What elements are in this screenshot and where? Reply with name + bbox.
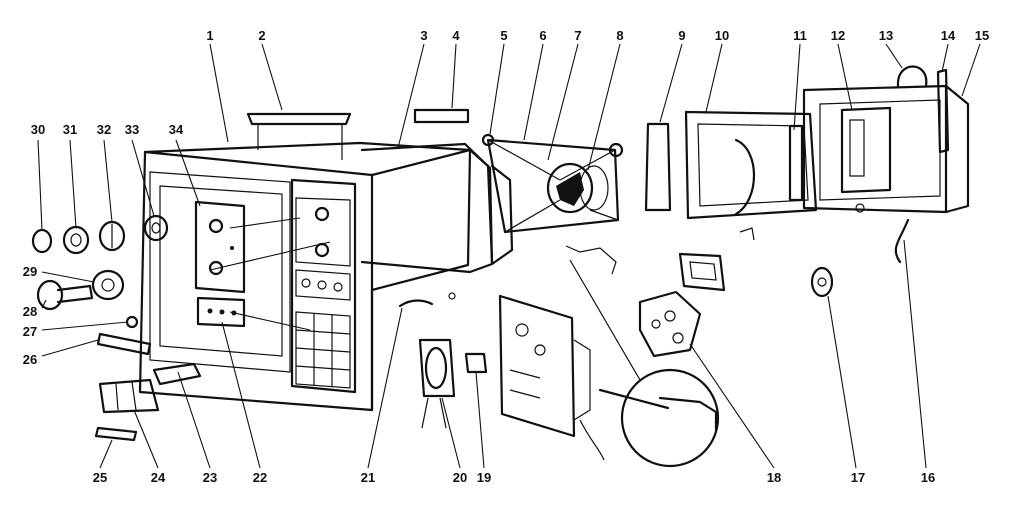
callout-29: 29 (23, 264, 37, 279)
part-33-bushing (143, 214, 169, 242)
tuner-bracket (678, 252, 726, 292)
part-20-speaker (418, 338, 456, 429)
part-34-escutcheon (194, 200, 246, 294)
callout-32: 32 (97, 122, 111, 137)
callout-26: 26 (23, 352, 37, 367)
callout-22: 22 (253, 470, 267, 485)
callout-11: 11 (793, 28, 807, 43)
callout-5: 5 (500, 28, 507, 43)
callout-3: 3 (420, 28, 427, 43)
control-panel-grille (295, 311, 351, 389)
callout-34: 34 (169, 122, 184, 137)
part-6-7-yoke-bracket (486, 138, 620, 234)
leader-lines (37, 43, 981, 469)
circuit-board (498, 294, 605, 461)
part-16-wire (894, 218, 910, 264)
callout-2: 2 (258, 28, 265, 43)
part-11-bracket (788, 124, 804, 202)
callout-4: 4 (452, 28, 460, 43)
part-18-tuner (638, 290, 702, 358)
callout-10: 10 (715, 28, 729, 43)
part-27-screw (125, 315, 139, 329)
part-26-trim (96, 332, 152, 356)
callout-21: 21 (361, 470, 375, 485)
part-23-bracket (152, 362, 202, 386)
part-10-chassis (684, 110, 818, 241)
part-32-knob (98, 220, 126, 252)
callout-8: 8 (616, 28, 623, 43)
part-24-door (98, 378, 160, 414)
callout-28: 28 (23, 304, 37, 319)
callout-17: 17 (851, 470, 865, 485)
callout-33: 33 (125, 122, 139, 137)
part-4-label (413, 108, 470, 124)
part-28-knob (36, 279, 94, 311)
part-8-yoke (546, 142, 624, 214)
callout-19: 19 (477, 470, 491, 485)
callout-1: 1 (206, 28, 213, 43)
part-12-flyback (840, 106, 892, 194)
callout-labels: 1 2 3 4 5 6 7 8 9 10 11 12 13 14 15 16 1… (23, 28, 989, 485)
callout-25: 25 (93, 470, 107, 485)
callout-14: 14 (941, 28, 956, 43)
callout-30: 30 (31, 122, 45, 137)
callout-23: 23 (203, 470, 217, 485)
callout-18: 18 (767, 470, 781, 485)
callout-24: 24 (151, 470, 166, 485)
part-13-lead (896, 65, 928, 88)
callout-12: 12 (831, 28, 845, 43)
part-22-plate (196, 296, 246, 328)
callout-13: 13 (879, 28, 893, 43)
part-3-picture-tube (360, 142, 514, 274)
part-30-knob (31, 228, 53, 254)
part-19-plug (464, 352, 488, 374)
callout-16: 16 (921, 470, 935, 485)
part-9-coil (644, 122, 672, 212)
callout-6: 6 (539, 28, 546, 43)
callout-9: 9 (678, 28, 685, 43)
callout-27: 27 (23, 324, 37, 339)
part-29-knob (91, 269, 125, 301)
part-21-clip (398, 292, 456, 308)
part-31-knob (62, 225, 90, 255)
detail-magnified-view (569, 259, 720, 468)
part-5-screw (481, 133, 495, 147)
part-2-handle (246, 112, 352, 160)
part-15-chassis-rear (802, 84, 970, 214)
part-17-control (810, 266, 834, 298)
part-25-trim (94, 426, 138, 442)
part-1-cabinet (138, 141, 472, 412)
callout-31: 31 (63, 122, 77, 137)
part-14-connector (936, 68, 950, 154)
callout-15: 15 (975, 28, 989, 43)
callout-7: 7 (574, 28, 581, 43)
callout-20: 20 (453, 470, 467, 485)
